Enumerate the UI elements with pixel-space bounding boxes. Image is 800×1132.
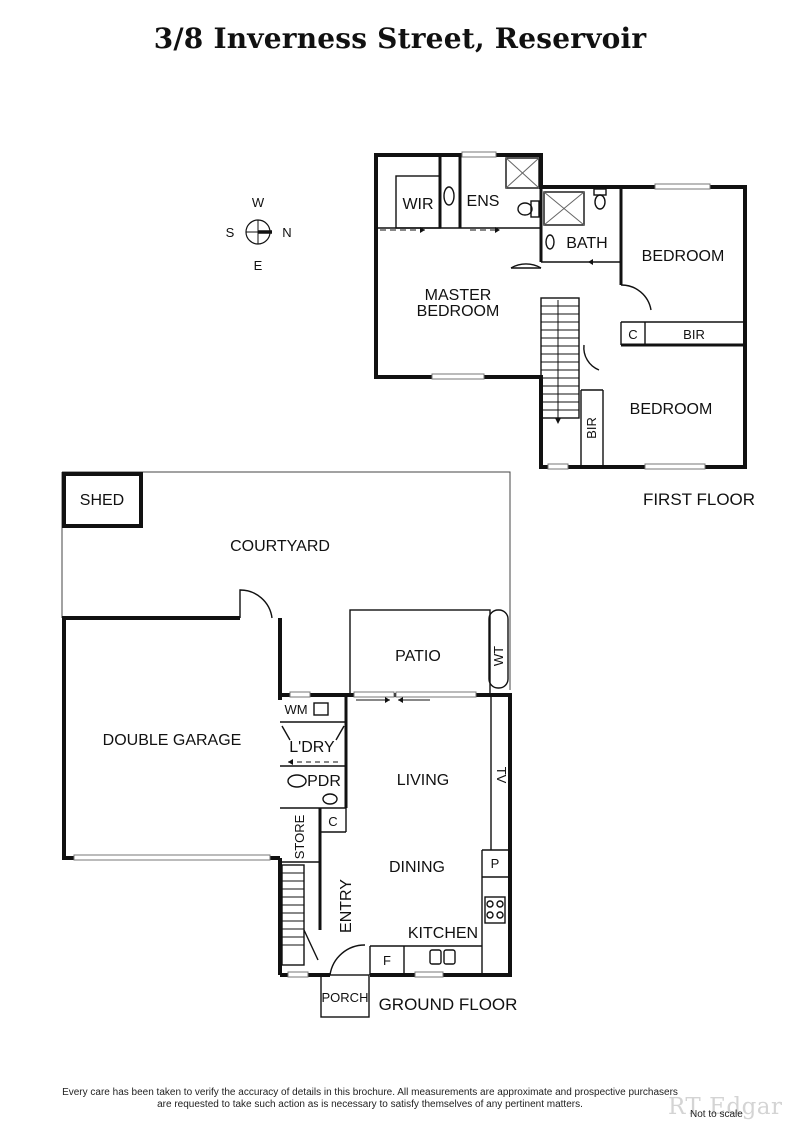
label-dining: DINING — [389, 859, 445, 876]
label-porch: PORCH — [322, 990, 369, 1005]
plan-title: 3/8 Inverness Street, Reservoir — [153, 22, 647, 55]
ground-floor: SHED COURTYARD PATIO WT DOUBLE GARAGE WM… — [61, 471, 518, 1018]
first-floor: WIR ENS BATH BEDROOM MASTER BEDROOM C BI… — [374, 151, 755, 509]
label-pdr: PDR — [307, 773, 341, 790]
label-bir-side: BIR — [584, 417, 599, 439]
label-wir: WIR — [402, 196, 433, 213]
label-ens: ENS — [467, 193, 500, 210]
label-ground-floor: GROUND FLOOR — [379, 995, 518, 1014]
compass-w: W — [252, 195, 265, 210]
label-p: P — [491, 856, 500, 871]
label-first-floor: FIRST FLOOR — [643, 490, 755, 509]
label-bedroom-1: BEDROOM — [642, 248, 725, 265]
label-patio: PATIO — [395, 648, 441, 665]
label-master-bedroom-1: MASTER — [425, 287, 492, 304]
compass: W S N E — [226, 195, 292, 273]
agency-logo: RT Edgar — [668, 1094, 783, 1120]
label-double-garage: DOUBLE GARAGE — [103, 732, 242, 749]
label-shed: SHED — [80, 492, 124, 509]
label-c-first: C — [628, 327, 637, 342]
label-bir-top: BIR — [683, 327, 705, 342]
label-wm: WM — [284, 702, 307, 717]
disclaimer-line-2: are requested to take such action as is … — [157, 1099, 583, 1110]
floor-plan: W S N E — [61, 151, 755, 1018]
label-store: STORE — [292, 814, 307, 859]
label-courtyard: COURTYARD — [230, 538, 330, 555]
label-tv: TV — [494, 767, 509, 784]
compass-s: S — [226, 225, 235, 240]
disclaimer-line-1: Every care has been taken to verify the … — [62, 1087, 678, 1098]
label-bedroom-2: BEDROOM — [630, 401, 713, 418]
label-f: F — [383, 953, 391, 968]
label-ldry: L'DRY — [289, 739, 335, 756]
label-wt: WT — [491, 646, 506, 666]
label-c-ground: C — [328, 814, 337, 829]
not-to-scale-note: Not to scale — [690, 1109, 743, 1120]
label-entry: ENTRY — [338, 879, 355, 933]
label-living: LIVING — [397, 772, 449, 789]
label-bath: BATH — [566, 235, 607, 252]
label-kitchen: KITCHEN — [408, 925, 478, 942]
disclaimer: Every care has been taken to verify the … — [60, 1087, 680, 1111]
compass-n: N — [282, 225, 291, 240]
label-master-bedroom-2: BEDROOM — [417, 303, 500, 320]
compass-e: E — [254, 258, 263, 273]
